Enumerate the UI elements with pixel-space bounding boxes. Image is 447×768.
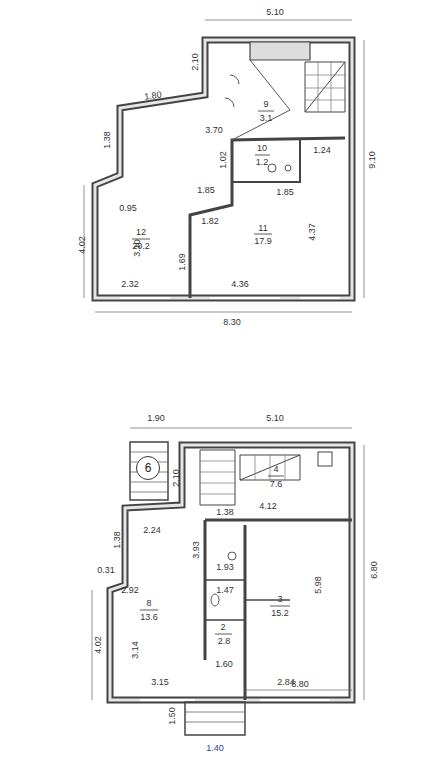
- dimension-label: 1.24: [313, 146, 331, 155]
- dimension-label: 17.9: [254, 237, 272, 246]
- dimension-label: 3.93: [192, 541, 201, 559]
- dimension-label: 2: [220, 623, 225, 632]
- dimension-label: 1.50: [168, 707, 177, 725]
- dimension-label: 15.2: [271, 609, 289, 618]
- dimension-label: 7.6: [270, 480, 283, 489]
- sheet-number-circle: 6: [136, 456, 160, 480]
- dimension-label: 1.02: [219, 151, 228, 169]
- dimension-label: 9.10: [368, 151, 377, 169]
- dimension-label: 1.47: [216, 586, 234, 595]
- dimension-label: 8.80: [291, 680, 309, 689]
- dimension-label: 13.6: [140, 613, 158, 622]
- dimension-label: 2.10: [191, 53, 200, 71]
- dimension-label: 3.14: [131, 641, 140, 659]
- dimension-label: 8: [146, 599, 151, 608]
- dimension-label: 3.70: [205, 126, 223, 135]
- dimension-label: 3: [277, 595, 282, 604]
- dimension-label: 2.10: [172, 469, 181, 487]
- dimension-label: 1.82: [201, 217, 219, 226]
- dimension-label: 3.15: [151, 678, 169, 687]
- dimension-label: 1.2: [256, 158, 269, 167]
- dimension-label: 4.02: [78, 236, 87, 254]
- dimension-label: 1.85: [276, 188, 294, 197]
- dimension-label: 1.90: [147, 414, 165, 423]
- dimension-label: 3.1: [260, 114, 273, 123]
- dimension-label: 12: [136, 228, 146, 237]
- dimension-label: 2.32: [121, 280, 139, 289]
- dimension-label: 1.40: [206, 744, 224, 753]
- sheet-number: 6: [145, 461, 152, 475]
- dimension-label: 5.10: [266, 8, 284, 17]
- dimension-label: 1.38: [113, 531, 122, 549]
- dimension-label: 4.12: [259, 502, 277, 511]
- dimension-label: 2.92: [121, 586, 139, 595]
- dimension-label: 10: [257, 144, 267, 153]
- dimension-label: 0.95: [119, 204, 137, 213]
- dimension-label: 5.10: [266, 414, 284, 423]
- dimension-label: 0.31: [97, 566, 115, 575]
- dimension-label: 20.2: [132, 242, 150, 251]
- dimension-label: 1.85: [197, 186, 215, 195]
- dimension-label: 4.37: [308, 223, 317, 241]
- dimension-label: 1.38: [216, 508, 234, 517]
- dimension-label: 2.8: [218, 637, 231, 646]
- dimension-label: 4.02: [94, 636, 103, 654]
- dimension-label: 1.60: [215, 660, 233, 669]
- dimension-label: 1.38: [103, 131, 112, 149]
- dimension-label: 2.24: [143, 526, 161, 535]
- dimension-label: 1.93: [216, 563, 234, 572]
- dimension-label: 11: [258, 224, 267, 233]
- dimension-label: 9: [263, 100, 268, 109]
- dimension-label: 8.30: [223, 318, 241, 327]
- dimension-label: 6.80: [370, 561, 379, 579]
- dimension-label: 4.36: [231, 280, 249, 289]
- dimension-label: 1.69: [178, 253, 187, 271]
- dimension-label: 5.98: [314, 576, 323, 594]
- dimension-label: 4: [273, 465, 278, 474]
